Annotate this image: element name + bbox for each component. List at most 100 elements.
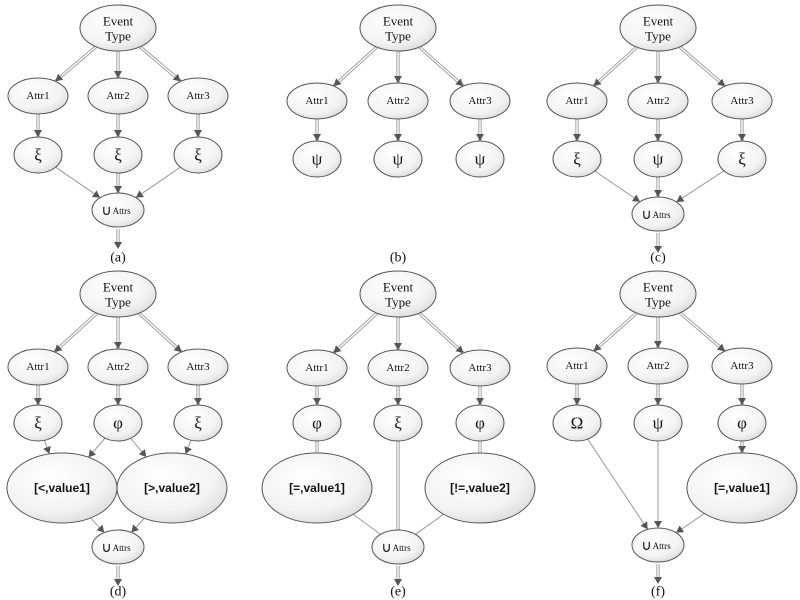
panel-f-op1-symbol: Ω [571,414,584,433]
panel-d-edge-op1-cond1-arrowhead [43,445,51,454]
panel-b-op2-symbol: ψ [393,150,404,169]
panel-b-event-type-line2: Type [385,29,411,44]
panel-c-op2-node-shape [633,140,683,178]
panel-d-edge-root-attr1-inner [54,312,98,353]
panel-f-output-arrowhead [654,577,662,584]
panel-d-output-arrowhead [114,579,122,586]
panel-b-edge-attr1-op-arrowhead [313,134,321,141]
panel-b-event-type-node-shape [359,4,437,52]
panel-a-edge-root-attr1-inner [54,46,97,82]
panel-e-attr2-node-shape [367,349,429,387]
panel-b-attr2-label: Attr2 [386,95,409,107]
panel-e-attr2-label: Attr2 [386,362,409,374]
panel-c-event-type-line1: Event [643,14,674,29]
panel-b-attr2-node-shape [367,82,429,120]
panel-e-event-type-node-shape [359,270,437,318]
panel-f-op2-node-shape [633,404,683,442]
panel-d-attr1-node-shape [7,348,69,386]
panel-a-op1-node [13,136,63,174]
panel-a-edge-op3-union-arrowhead [135,190,144,198]
panel-e-attr2-node [367,349,429,387]
panel-b-caption: (b) [390,251,407,266]
panel-e-attr3-node [449,349,511,387]
panel-f-attr1-node [546,347,608,385]
panel-b-op3-symbol: ψ [475,150,486,169]
panel-d-op3-node-shape [173,404,223,442]
panel-d-event-type-line2: Type [105,295,131,310]
panel-d-edge-root-attr1-arrowhead [54,344,63,352]
panel-d-caption: (d) [110,585,127,600]
panel-b-edge-attr3-op-arrowhead [476,134,484,141]
panel-d-op1-node [13,404,63,442]
panel-c-attr2-node-shape [627,82,689,120]
panel-c-union-label: ∪Attrs [641,207,671,223]
panel-a-union-label: ∪Attrs [101,203,131,219]
panel-f-union-symbol: ∪ [641,538,651,554]
panel-c-attr3-node-shape [711,82,773,120]
panel-e-event-type-line2: Type [385,295,411,310]
panel-b-op2-node-shape [373,140,423,178]
panel-a-event-type-node-shape [79,4,157,52]
panel-d-condition2-label: [>,value2] [144,481,200,495]
panel-d-edge-op2-cond1-arrowhead [88,449,97,458]
panel-f-union-label: ∪Attrs [641,538,671,554]
panel-c-op3-node-shape [717,140,767,178]
panel-e-condition1-node [261,452,373,524]
panel-d-edge-cond1-union-arrowhead [96,524,105,533]
panel-c-edge-root-attr1-inner [593,46,638,87]
panel-e-op3-node-shape [455,404,505,442]
panel-c-edge-attr2-op-arrowhead [654,134,662,141]
panel-d-union-label: ∪Attrs [101,540,131,556]
panel-a-edge-op3-union [135,166,181,199]
panel-e-attr1-label: Attr1 [305,362,328,374]
panel-e-event-type-line1: Event [383,280,414,295]
panel-c-op1-node [552,140,602,178]
panel-d-op3-node [173,404,223,442]
panel-d-edge-attr2-op-arrowhead [114,398,122,405]
panel-c-union-node-shape [631,196,685,232]
panel-f-edge-attr1-op-arrowhead [573,398,581,405]
panel-b-attr3-label: Attr3 [468,95,492,107]
panel-a-edge-root-attr3-arrowhead [172,73,181,82]
panel-f-edge-root-attr3-arrowhead [716,343,725,352]
panel-d-attr3-label: Attr3 [186,361,210,373]
panel-d-event-type-node-shape [79,270,157,318]
panel-c-edge-attr3-op-arrowhead [738,134,746,141]
panel-d-edge-attr1-op-arrowhead [34,398,42,405]
panel-e-op1-symbol: φ [312,414,322,433]
panel-c-edge-op2-union-arrowhead [654,190,662,197]
panel-e-op3-node [455,404,505,442]
panel-a-union-node [91,192,145,228]
panel-d-event-type-line1: Event [103,280,134,295]
panel-e-op2-symbol: ξ [394,414,402,433]
panel-f-attr2-node [627,347,689,385]
panel-c-edge-root-attr1-arrowhead [593,78,602,87]
panel-d-edge-root-attr2-arrowhead [114,342,122,349]
panel-e-edge-cond1-union [352,513,381,535]
panel-f-attr3-label: Attr3 [730,360,754,372]
panel-d-edge-attr3-op-arrowhead [194,398,202,405]
panel-a-attr2-node [87,77,149,115]
panel-f-edge-op1-union [587,438,649,530]
panel-b-op1-symbol: ψ [312,150,323,169]
panel-a-attr1-node [7,77,69,115]
panel-e-union-node-shape [371,529,425,565]
panel-a-edge-root-attr3-inner [139,46,182,82]
panel-a-op3-symbol: ξ [194,146,202,165]
panel-a-op2-node [93,136,143,174]
panel-a-edge-attr1-op-arrowhead [34,130,42,137]
panel-a-attr3-label: Attr3 [186,90,210,102]
panel-d-union-node [91,529,145,565]
panel-b-edge-root-attr2-arrowhead [394,76,402,83]
panel-d-edge-op3-cond2-arrowhead [184,446,192,455]
panel-c-attr3-node [711,82,773,120]
panel-e-attr1-node [286,349,348,387]
panel-a-edge-attr2-op-arrowhead [114,130,122,137]
panel-f-op3-node-shape [717,404,767,442]
panel-b-attr1-node-shape [286,82,348,120]
panel-f-union-node-shape [631,527,685,563]
panel-e-op2-node-shape [373,404,423,442]
panel-e-edge-cond2-union [415,513,444,535]
panel-d-attr1-label: Attr1 [26,361,49,373]
panel-f-event-type-line2: Type [645,295,671,310]
